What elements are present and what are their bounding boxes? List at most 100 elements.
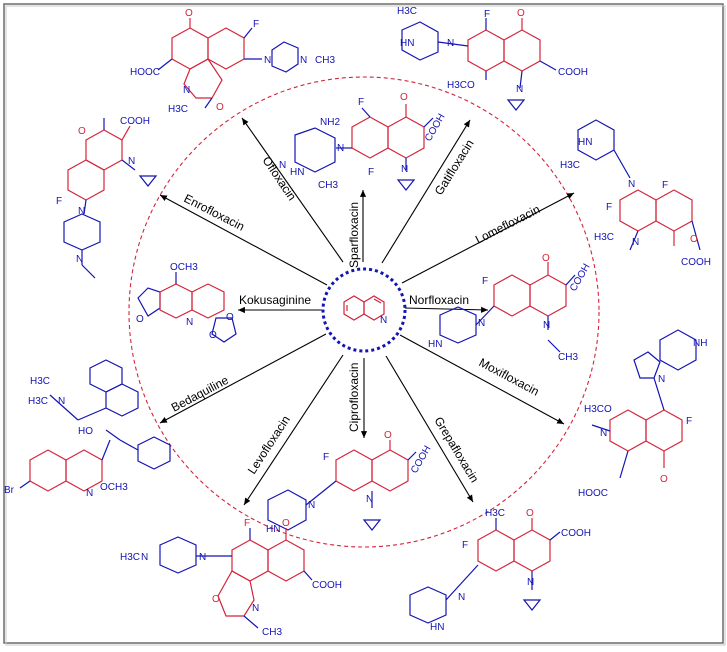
atom-label: O bbox=[212, 594, 220, 605]
atom-label: F bbox=[462, 540, 468, 551]
ring bbox=[63, 213, 101, 251]
bond bbox=[157, 58, 173, 71]
atom-label: HN bbox=[400, 38, 414, 49]
ring bbox=[529, 274, 567, 317]
atom-label: H3CO bbox=[447, 80, 475, 91]
frame-border bbox=[3, 3, 724, 644]
atom-label: O bbox=[526, 508, 534, 519]
ring bbox=[231, 539, 269, 582]
ring bbox=[633, 351, 661, 379]
atom-label: F bbox=[244, 518, 250, 529]
atom-label: HOOC bbox=[578, 488, 608, 499]
atom-label: H3CO bbox=[584, 404, 612, 415]
label-ciprofloxacin: Ciprofloxacin bbox=[347, 363, 361, 432]
atom-label: F bbox=[368, 167, 374, 178]
atom-label: O bbox=[209, 330, 217, 341]
spokes bbox=[159, 117, 575, 506]
quinoline-n: N bbox=[380, 315, 387, 326]
atom-label: O bbox=[282, 518, 290, 529]
atom-label: OCH3 bbox=[170, 262, 198, 273]
bond bbox=[437, 41, 469, 47]
spoke-levofloxacin bbox=[243, 354, 344, 506]
bond bbox=[619, 450, 629, 479]
bond bbox=[373, 298, 382, 304]
ring bbox=[351, 116, 389, 159]
atom-label: O bbox=[542, 253, 550, 264]
center-quinoline: N bbox=[321, 267, 407, 353]
label-kokusaginine: Kokusaginine bbox=[239, 293, 311, 307]
bond bbox=[565, 274, 576, 286]
atom-label: H3C bbox=[30, 376, 50, 387]
atom-label: NH bbox=[693, 338, 707, 349]
atom-label: N bbox=[300, 55, 307, 66]
quinoline-ring-b bbox=[363, 295, 385, 321]
bond bbox=[629, 230, 639, 251]
structure-kokusaginine: OCH3 O N O O bbox=[136, 262, 237, 343]
ring bbox=[609, 409, 647, 452]
atom-label: HN bbox=[290, 167, 304, 178]
bond bbox=[591, 424, 611, 432]
atom-label: F bbox=[662, 180, 668, 191]
ring bbox=[207, 27, 245, 70]
atom-label: N bbox=[76, 254, 83, 265]
atom-label: N bbox=[337, 143, 344, 154]
atom-label: N bbox=[86, 488, 93, 499]
atom-label: H3C bbox=[485, 508, 505, 519]
atom-label: N bbox=[632, 237, 639, 248]
atom-label: O bbox=[226, 312, 234, 323]
label-lomefloxacin: Lomefloxacin bbox=[473, 202, 542, 247]
spoke-norfloxacin bbox=[403, 306, 489, 313]
bond bbox=[547, 339, 561, 353]
bond bbox=[653, 377, 665, 411]
structure-gatifloxacin: H3C F O HN N H3CO N COOH bbox=[397, 6, 588, 111]
atom-label: COOH bbox=[561, 528, 591, 539]
atom-label: Br bbox=[4, 485, 15, 496]
atom-label: COOH bbox=[681, 257, 711, 268]
atom-label: F bbox=[484, 9, 490, 20]
atom-label: F bbox=[482, 276, 488, 287]
label-norfloxacin: Norfloxacin bbox=[409, 293, 469, 307]
structure-bedaquiline: H3C N H3C HO Br N OCH3 bbox=[4, 359, 171, 499]
atom-label: HN bbox=[578, 137, 592, 148]
bond bbox=[243, 615, 259, 629]
atom-label: N bbox=[447, 38, 454, 49]
ring bbox=[105, 383, 139, 417]
bond bbox=[423, 117, 434, 128]
atom-label: O bbox=[690, 234, 698, 245]
ring bbox=[439, 306, 477, 344]
atom-label: COOH bbox=[423, 112, 448, 143]
structure-sparfloxacin: F NH2 O COOH N N HN F N CH3 bbox=[279, 92, 448, 191]
ring bbox=[506, 99, 526, 111]
atom-label: HN bbox=[430, 622, 444, 633]
structure-norfloxacin: O COOH F N HN N CH3 bbox=[428, 253, 593, 363]
structure-lomefloxacin: HN H3C N F F N O H3C COOH bbox=[560, 119, 711, 268]
bond bbox=[549, 531, 561, 541]
ring bbox=[267, 489, 307, 531]
frame-shadow bbox=[5, 5, 726, 646]
ring bbox=[159, 283, 193, 319]
atom-label: N bbox=[543, 320, 550, 331]
label-bedaquiline: Bedaquiline bbox=[169, 373, 231, 415]
spoke-enrofloxacin bbox=[159, 194, 328, 286]
ring bbox=[409, 586, 447, 624]
atom-label: F bbox=[56, 196, 62, 207]
ring bbox=[138, 175, 158, 187]
atom-label: N bbox=[264, 55, 271, 66]
atom-label: CH3 bbox=[315, 55, 335, 66]
bond bbox=[361, 107, 371, 118]
ring bbox=[362, 519, 382, 531]
ring bbox=[171, 27, 209, 70]
structure-ofloxacin: O F HOOC N N N CH3 O H3C bbox=[130, 8, 335, 115]
structure-enrofloxacin: O COOH N F N N bbox=[56, 116, 158, 279]
bond bbox=[19, 480, 31, 489]
atom-label: N bbox=[279, 160, 286, 171]
ring bbox=[503, 29, 541, 72]
atom-label: O bbox=[660, 474, 668, 485]
atom-label: H3C bbox=[168, 104, 188, 115]
atom-label: H3C bbox=[28, 396, 48, 407]
spoke-gatifloxacin bbox=[381, 119, 471, 264]
atom-label: HOOC bbox=[130, 67, 160, 78]
bond bbox=[303, 570, 313, 581]
